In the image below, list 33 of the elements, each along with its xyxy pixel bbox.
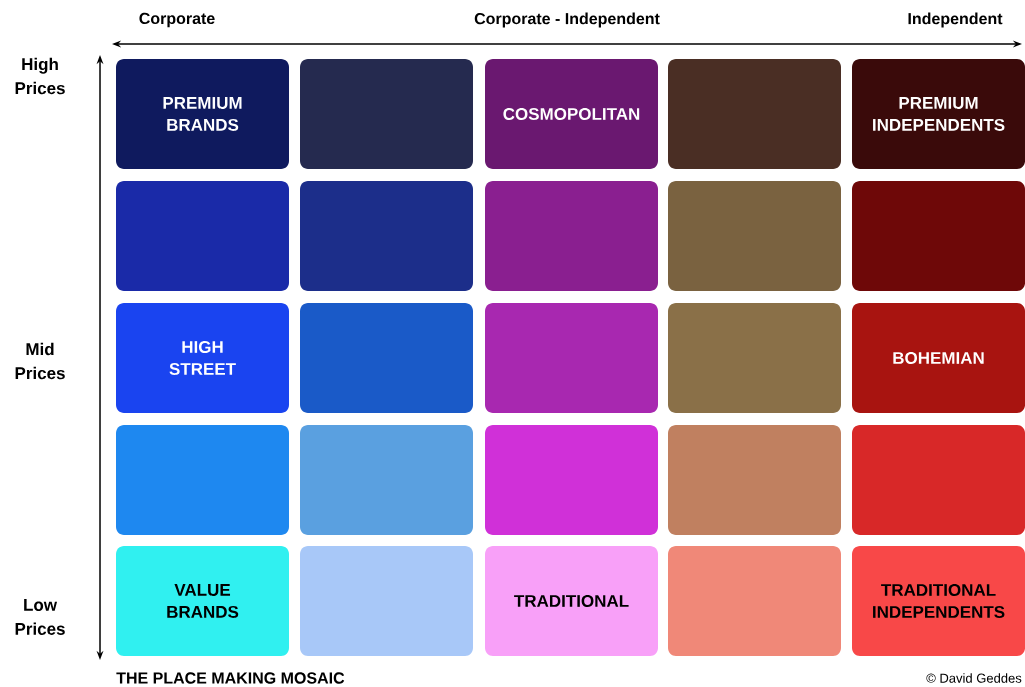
mosaic-box [668, 59, 841, 169]
mosaic-box: TRADITIONAL INDEPENDENTS [852, 546, 1025, 656]
mosaic-box [300, 181, 473, 291]
caption: THE PLACE MAKING MOSAIC [116, 672, 345, 684]
copyright-note: © David Geddes [926, 673, 1022, 683]
mosaic-box: VALUE BRANDS [116, 546, 289, 656]
mosaic-box [668, 181, 841, 291]
mosaic-box [668, 303, 841, 413]
mosaic-box [485, 425, 658, 535]
mosaic-box [485, 303, 658, 413]
mosaic-box [668, 546, 841, 656]
mosaic-box [116, 181, 289, 291]
mosaic-box: PREMIUM INDEPENDENTS [852, 59, 1025, 169]
mosaic-box [300, 425, 473, 535]
mosaic-box [852, 425, 1025, 535]
mosaic-box: TRADITIONAL [485, 546, 658, 656]
axis-label: Low Prices [15, 599, 65, 635]
mosaic-box [852, 181, 1025, 291]
axis-label: Corporate - Independent [474, 12, 660, 28]
axis-label: Independent [908, 12, 1003, 28]
axis-label: Corporate [139, 12, 215, 28]
mosaic-box [668, 425, 841, 535]
axis-label: Mid Prices [15, 342, 65, 380]
mosaic-box: BOHEMIAN [852, 303, 1025, 413]
axis-label: High Prices [15, 57, 65, 95]
mosaic-box [116, 425, 289, 535]
mosaic-box [300, 59, 473, 169]
mosaic-box [300, 303, 473, 413]
mosaic-box: PREMIUM BRANDS [116, 59, 289, 169]
mosaic-box [485, 181, 658, 291]
mosaic-box [300, 546, 473, 656]
mosaic-box: COSMOPOLITAN [485, 59, 658, 169]
mosaic-box: HIGH STREET [116, 303, 289, 413]
